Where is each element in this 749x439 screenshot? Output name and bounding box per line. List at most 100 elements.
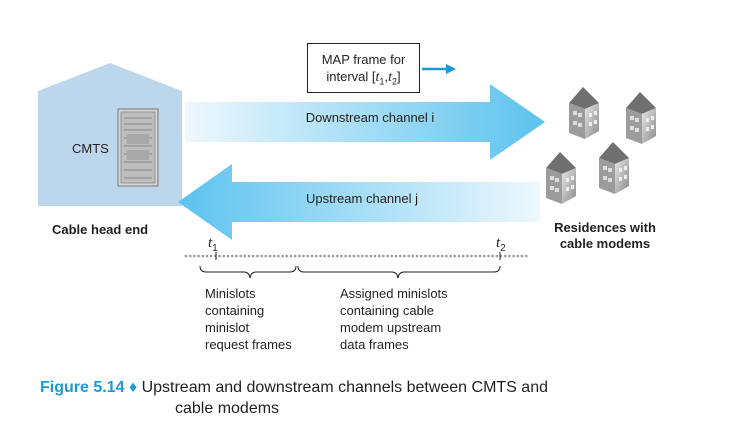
t2-label: t2 (496, 234, 506, 254)
timeline-dot (230, 254, 234, 258)
assigned-bracket (297, 265, 501, 279)
timeline-dot (260, 254, 263, 258)
timeline-dot (432, 254, 436, 258)
upstream-arrow (178, 164, 540, 240)
t2-var: t (496, 235, 501, 251)
timeline-dot (457, 254, 461, 258)
downstream-channel-label: Downstream channel i (305, 110, 435, 125)
upstream-channel-label: Upstream channel j (306, 191, 418, 206)
figure-caption: Figure 5.14 ♦ Upstream and downstream ch… (40, 377, 700, 419)
timeline-dot (445, 254, 448, 258)
timeline-dot (243, 254, 247, 258)
caption-text: Upstream and downstream channels between… (141, 379, 548, 396)
timeline-dot (503, 254, 507, 258)
caption-line1: Figure 5.14 ♦ Upstream and downstream ch… (40, 377, 700, 398)
map-interval-prefix: interval [ (326, 69, 376, 84)
timeline-dot (398, 254, 402, 258)
map-t2-sub: 2 (391, 76, 397, 87)
timeline-dot (344, 254, 347, 258)
timeline-dot (289, 254, 293, 258)
map-arrow-icon (422, 64, 456, 74)
timeline-dot (340, 254, 343, 258)
timeline-dot (285, 254, 289, 258)
map-frame-line2: interval [t1,t2] (308, 68, 419, 91)
assigned-minislots-text: Assigned minislots containing cable mode… (340, 285, 448, 353)
timeline-dot (482, 254, 486, 258)
timeline-dot (415, 254, 419, 258)
assigned-line: data frames (340, 337, 409, 352)
minislot-request-text: Minislots containing minislot request fr… (205, 285, 292, 353)
map-frame-box: MAP frame for interval [t1,t2] (307, 43, 420, 93)
timeline-dot (327, 254, 331, 258)
timeline-dot (470, 254, 473, 258)
house-icon (569, 87, 599, 139)
timeline-dot (449, 254, 452, 258)
house-icon (546, 152, 576, 204)
timeline-dot (193, 254, 196, 258)
head-end-label: Cable head end (52, 222, 149, 237)
residence-houses (546, 87, 656, 204)
cmts-server-icon (117, 108, 159, 187)
timeline (184, 254, 528, 258)
timeline-dot (281, 254, 284, 258)
t2-sub: 2 (500, 243, 506, 255)
timeline-dot (184, 254, 188, 258)
timeline-dot (424, 254, 427, 258)
map-interval-suffix: ] (396, 69, 401, 84)
t1-var: t (208, 235, 213, 251)
map-sep: , (384, 69, 389, 84)
t1-label: t1 (208, 234, 218, 254)
assigned-line: Assigned minislots (340, 286, 448, 301)
timeline-dot (272, 254, 276, 258)
timeline-dot (319, 254, 322, 258)
timeline-dot (369, 254, 373, 258)
timeline-dot (264, 254, 268, 258)
timeline-dot (440, 254, 444, 258)
timeline-dot (348, 254, 352, 258)
minislot-line: request frames (205, 337, 292, 352)
t1-sub: 1 (212, 243, 218, 255)
caption-line2: cable modems (175, 400, 280, 417)
map-t1-var: t (375, 70, 380, 85)
timeline-dot (302, 254, 305, 258)
timeline-dot (251, 254, 255, 258)
timeline-dot (218, 254, 221, 258)
assigned-line: modem upstream (340, 320, 442, 335)
timeline-dot (394, 254, 398, 258)
minislot-line: Minislots (205, 286, 256, 301)
timeline-dot (478, 254, 482, 258)
timeline-dot (361, 254, 364, 258)
timeline-dot (298, 254, 301, 258)
timeline-dot (453, 254, 457, 258)
timeline-dot (310, 254, 314, 258)
map-frame-line1: MAP frame for (321, 52, 406, 67)
timeline-dot (411, 254, 415, 258)
timeline-dot (222, 254, 226, 258)
timeline-dot (461, 254, 465, 258)
residences-line2: cable modems (559, 236, 651, 251)
timeline-dot (256, 254, 259, 258)
timeline-dot (436, 254, 440, 258)
timeline-dot (495, 254, 499, 258)
timeline-dot (520, 254, 524, 258)
house-icon (626, 92, 656, 144)
timeline-dot (209, 254, 213, 258)
timeline-dot (314, 254, 318, 258)
timeline-dot (247, 254, 251, 258)
timeline-dot (524, 254, 528, 258)
timeline-dot (373, 254, 377, 258)
cmts-label: CMTS (72, 141, 109, 156)
timeline-dot (474, 254, 478, 258)
timeline-dot (226, 254, 230, 258)
residences-label: Residences with cable modems (540, 220, 670, 252)
timeline-dot (407, 254, 410, 258)
timeline-dot (331, 254, 335, 258)
timeline-dot (352, 254, 356, 258)
timeline-dot (466, 254, 469, 258)
timeline-dot (516, 254, 520, 258)
timeline-dot (268, 254, 272, 258)
timeline-dot (419, 254, 423, 258)
map-t2-var: t (388, 70, 392, 85)
head-end-building (38, 63, 182, 206)
